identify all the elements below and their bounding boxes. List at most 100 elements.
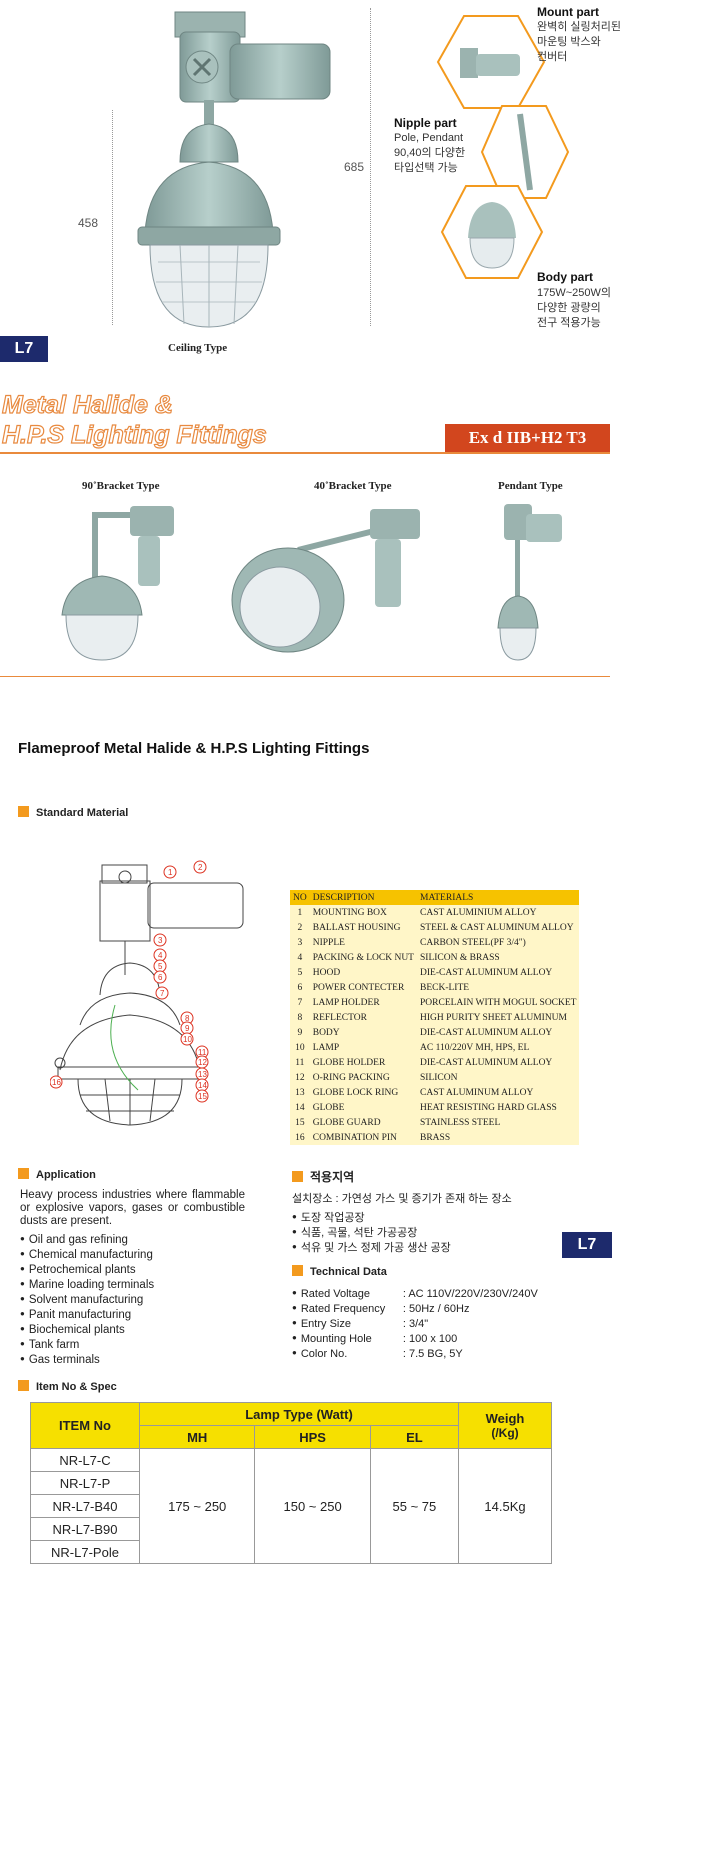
technical-list: ●Rated Voltage: AC 110V/220V/230V/240V●R… — [292, 1286, 538, 1361]
material-value: AC 110/220V MH, HPS, EL — [420, 1042, 530, 1053]
material-description: REFLECTOR — [312, 1012, 367, 1023]
technical-row: ●Rated Frequency: 50Hz / 60Hz — [292, 1303, 470, 1315]
dimension-685: 685 — [344, 160, 365, 174]
bracket-90-illustration — [61, 506, 174, 661]
svg-text:12: 12 — [198, 1058, 207, 1067]
svg-text:9: 9 — [185, 1024, 190, 1033]
table-row: NR-L7-B90 — [30, 1517, 552, 1541]
spec-item: NR-L7-C — [30, 1448, 140, 1472]
korean-heading: 적용지역 — [292, 1168, 354, 1185]
table-row: 14 GLOBE HEAT RESISTING HARD GLASS — [290, 1100, 579, 1115]
body-part-hex — [440, 185, 544, 279]
material-description: GLOBE LOCK RING — [312, 1087, 399, 1098]
svg-text:6: 6 — [158, 973, 163, 982]
technical-value: : 100 x 100 — [402, 1333, 458, 1345]
application-list: Oil and gas refiningChemical manufacturi… — [20, 1232, 154, 1367]
technical-key: Rated Frequency — [300, 1303, 386, 1315]
spec-item: NR-L7-P — [30, 1471, 140, 1495]
material-value: STEEL & CAST ALUMINUM ALLOY — [420, 922, 574, 933]
list-item: Gas terminals — [20, 1352, 154, 1367]
korean-list: 도장 작업공장식품, 곡물, 석탄 가공공장석유 및 가스 정제 가공 생산 공… — [292, 1210, 451, 1255]
ex-rating-badge: Ex d IIB+H2 T3 — [445, 424, 610, 452]
callout-numbers: 1 2 3 4 5 6 7 8 9 10 11 12 13 14 15 16 — [50, 860, 209, 1103]
material-description: MOUNTING BOX — [312, 907, 387, 918]
material-description: BALLAST HOUSING — [312, 922, 401, 933]
spec-mh-header: MH — [138, 1425, 256, 1449]
material-no: 15 — [295, 1117, 305, 1128]
material-no: 8 — [297, 1012, 303, 1023]
material-no: 16 — [295, 1132, 305, 1143]
type-caption-40: 40˚Bracket Type — [314, 480, 392, 492]
material-value: DIE-CAST ALUMINUM ALLOY — [420, 967, 553, 978]
korean-intro: 설치장소 : 가연성 가스 및 증기가 존재 하는 장소 — [292, 1193, 512, 1205]
spec-item: NR-L7-B40 — [30, 1494, 140, 1518]
nipple-part-title: Nipple part — [394, 116, 457, 130]
material-no: 7 — [297, 997, 303, 1008]
page-tag-top: L7 — [0, 336, 48, 362]
table-row: NR-L7-P — [30, 1471, 552, 1495]
material-description: O-RING PACKING — [312, 1072, 390, 1083]
application-heading: Application — [18, 1168, 96, 1181]
material-no: 6 — [297, 982, 303, 993]
technical-key: Color No. — [300, 1348, 348, 1360]
spec-hps-value: 150 ~ 250 — [254, 1448, 371, 1564]
technical-key: Entry Size — [300, 1318, 351, 1330]
table-row: NR-L7-Pole — [30, 1540, 552, 1564]
svg-text:13: 13 — [198, 1070, 207, 1079]
pendant-illustration — [497, 504, 562, 661]
list-item: Chemical manufacturing — [20, 1247, 154, 1262]
material-no: 2 — [297, 922, 303, 933]
mount-part-title: Mount part — [537, 5, 599, 19]
exploded-diagram — [54, 864, 244, 1126]
technical-row: ●Color No.: 7.5 BG, 5Y — [292, 1348, 463, 1360]
bullet-square-icon — [18, 806, 29, 817]
svg-text:10: 10 — [183, 1035, 192, 1044]
svg-text:5: 5 — [158, 962, 163, 971]
svg-text:2: 2 — [198, 863, 203, 872]
ceiling-lamp-illustration — [137, 11, 331, 328]
list-item: Tank farm — [20, 1337, 154, 1352]
material-value: CAST ALUMINUM ALLOY — [420, 1087, 534, 1098]
material-description: GLOBE — [312, 1102, 345, 1113]
dimension-458: 458 — [78, 216, 99, 230]
material-value: DIE-CAST ALUMINUM ALLOY — [420, 1027, 553, 1038]
material-description: HOOD — [312, 967, 341, 978]
types-rule — [0, 676, 610, 677]
list-item: Oil and gas refining — [20, 1232, 154, 1247]
svg-text:15: 15 — [198, 1092, 207, 1101]
technical-key: Rated Voltage — [300, 1288, 370, 1300]
list-item: 식품, 곡물, 석탄 가공공장 — [292, 1225, 451, 1240]
list-item: Biochemical plants — [20, 1322, 154, 1337]
material-no: 12 — [295, 1072, 305, 1083]
spec-el-header: EL — [369, 1425, 460, 1449]
technical-key: Mounting Hole — [300, 1333, 372, 1345]
material-description: LAMP HOLDER — [312, 997, 380, 1008]
material-value: HEAT RESISTING HARD GLASS — [420, 1102, 557, 1113]
nipple-part-hex — [480, 105, 570, 199]
material-no: 4 — [297, 952, 303, 963]
material-no: 14 — [295, 1102, 305, 1113]
bracket-40-illustration — [231, 509, 420, 653]
svg-text:4: 4 — [158, 951, 163, 960]
technical-value: : 7.5 BG, 5Y — [402, 1348, 463, 1360]
spec-item: NR-L7-B90 — [30, 1517, 140, 1541]
svg-text:3: 3 — [158, 936, 163, 945]
spec-el-value: 55 ~ 75 — [369, 1448, 460, 1564]
spec-item: NR-L7-Pole — [30, 1540, 140, 1564]
spec-lamp-type-header: Lamp Type (Watt) — [139, 1402, 459, 1426]
material-description: NIPPLE — [312, 937, 345, 948]
technical-value: : 3/4" — [402, 1318, 429, 1330]
